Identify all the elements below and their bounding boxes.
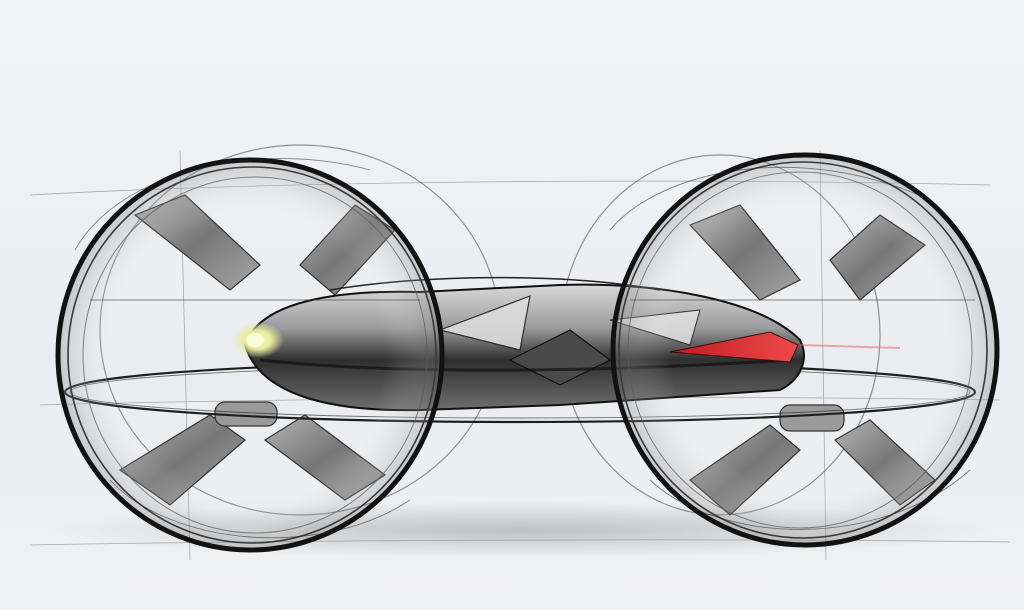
sketch-overdraw-strokes xyxy=(74,158,971,539)
left-wheel-rim xyxy=(55,157,445,553)
right-wheel-rim xyxy=(610,152,1000,548)
